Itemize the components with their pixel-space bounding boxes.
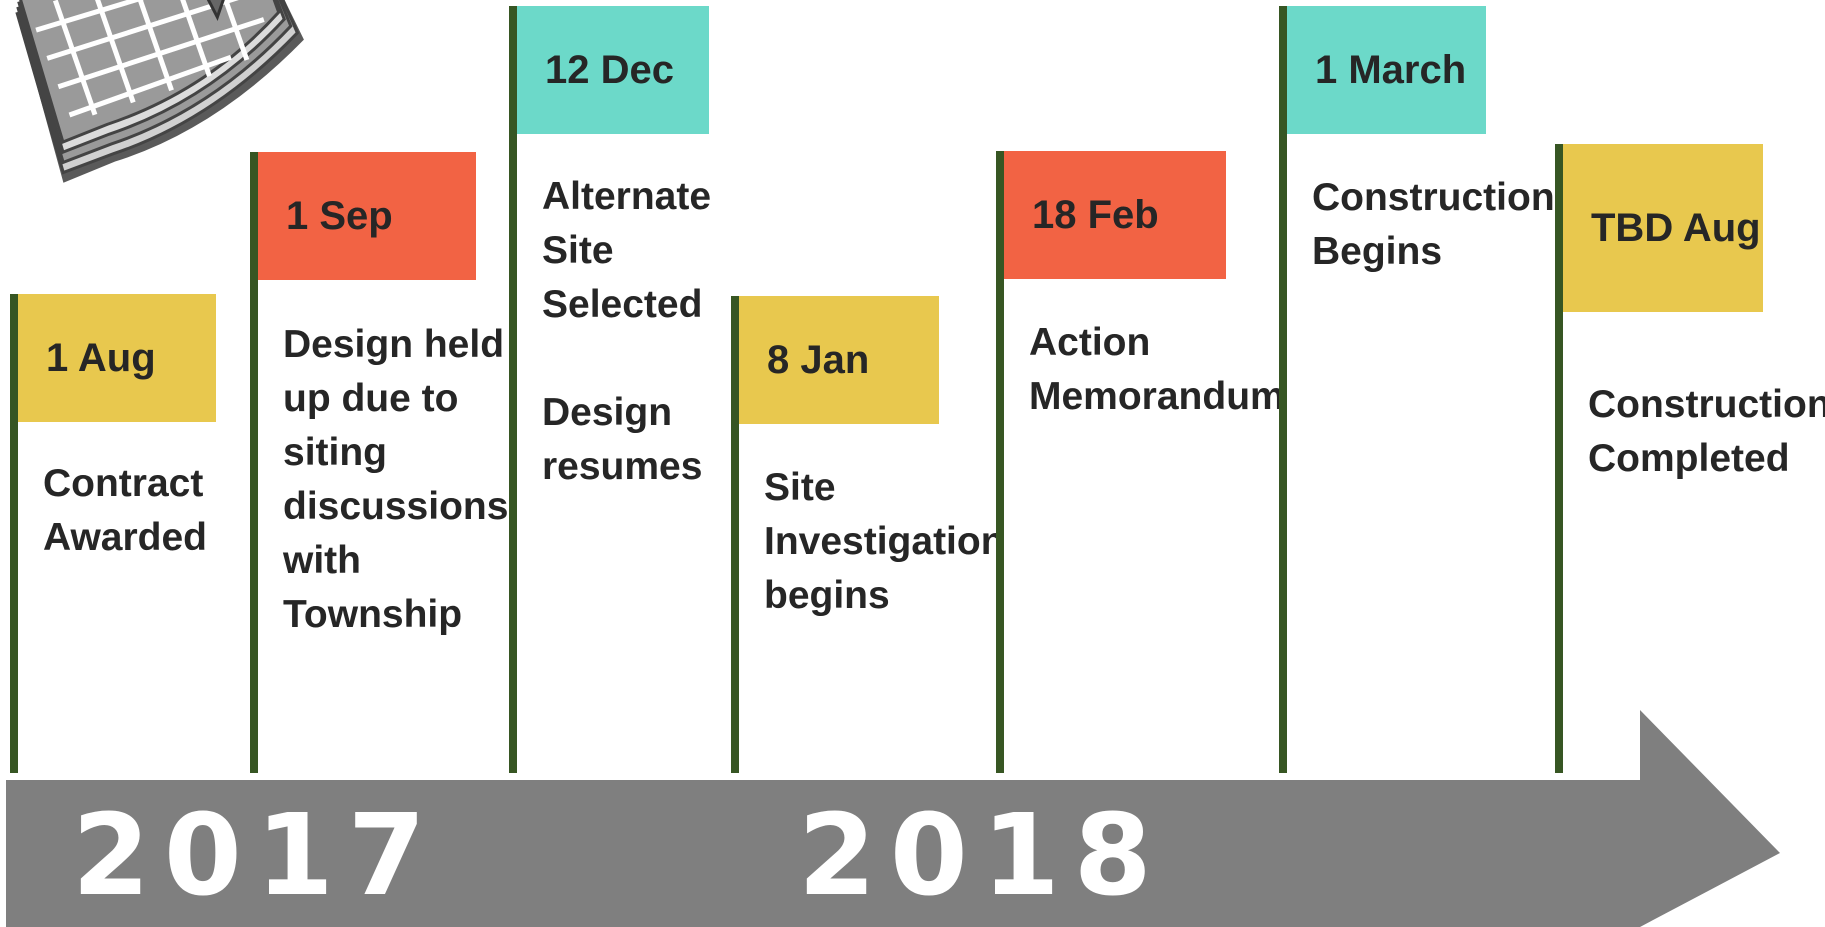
event-spacer	[542, 332, 711, 386]
event-line: Alternate	[542, 175, 712, 218]
event-line: Selected	[542, 283, 703, 326]
event-line: Memorandum	[1029, 375, 1285, 418]
milestone-event-text: Alternate Site Selected Design resumes	[542, 170, 711, 494]
event-line: discussions	[283, 485, 509, 528]
year-label-2018: 2018	[798, 791, 1166, 921]
milestone-event-text: Construction Begins	[1312, 171, 1555, 279]
flag-pole	[1555, 144, 1563, 773]
milestone-event-text: Action Memorandum	[1029, 316, 1285, 424]
event-line: Site	[764, 466, 836, 509]
event-line: Township	[283, 593, 463, 636]
event-line: Awarded	[43, 516, 207, 559]
flag-pole	[10, 294, 18, 773]
event-line: Action	[1029, 321, 1151, 364]
event-line: begins	[764, 574, 890, 617]
milestone-date-flag: TBD Aug	[1563, 144, 1763, 312]
year-label-2017: 2017	[72, 791, 440, 921]
milestone-date-flag: 1 Sep	[258, 152, 476, 280]
event-line: with	[283, 539, 361, 582]
milestone-date-flag: 1 Aug	[18, 294, 216, 422]
milestone-event-text: Site Investigation begins	[764, 461, 1005, 623]
event-line: Begins	[1312, 230, 1443, 273]
milestone-event-text: Contract Awarded	[43, 457, 207, 565]
event-line: Design held	[283, 323, 505, 366]
milestone-date-flag: 12 Dec	[517, 6, 709, 134]
event-line: Construction	[1312, 176, 1555, 219]
milestone-date-flag: 1 March	[1287, 6, 1486, 134]
event-line: Site	[542, 229, 614, 272]
event-line: Construction	[1588, 383, 1825, 426]
event-line: Design	[542, 391, 673, 434]
event-line: resumes	[542, 445, 703, 488]
milestone-event-text: Construction Completed	[1588, 378, 1825, 486]
flag-pole	[1279, 6, 1287, 773]
event-line: up due to	[283, 377, 459, 420]
calendar-icon	[15, 0, 304, 183]
event-line: siting	[283, 431, 387, 474]
milestone-date-flag: 8 Jan	[739, 296, 939, 424]
milestone-date-flag: 18 Feb	[1004, 151, 1226, 279]
event-line: Contract	[43, 462, 204, 505]
flag-pole	[250, 152, 258, 773]
flag-pole	[731, 296, 739, 773]
milestone-event-text: Design held up due to siting discussions…	[283, 318, 508, 642]
event-line: Completed	[1588, 437, 1790, 480]
flag-pole	[509, 6, 517, 773]
flag-pole	[996, 151, 1004, 773]
event-line: Investigation	[764, 520, 1005, 563]
